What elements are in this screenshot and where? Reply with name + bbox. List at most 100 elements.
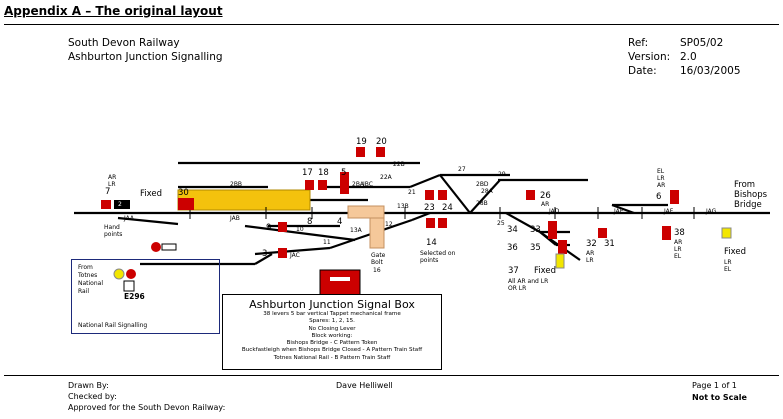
lever-label-12: 12 — [385, 221, 393, 228]
signal-label-9: 9 — [266, 223, 272, 233]
signal-box-building — [319, 269, 361, 297]
ground-disc-red — [151, 242, 161, 252]
track-label-jad: JAD — [549, 208, 560, 215]
signal-fixed-right — [721, 227, 732, 239]
signal-box-line: Totnes National Rail - B Pattern Train S… — [273, 354, 391, 361]
signal-7-ground — [114, 200, 130, 209]
signal-label-6: 6 — [656, 192, 662, 202]
signal-32 — [598, 228, 607, 238]
signal-box-window — [330, 277, 350, 281]
track-label-jab: JAB — [230, 215, 240, 222]
signal-label-19: 19 — [356, 137, 367, 147]
signal-19 — [356, 147, 365, 157]
signal-14a — [426, 218, 435, 228]
signal-14b — [438, 218, 447, 228]
ground-disc-body — [161, 243, 177, 251]
national-rail-box: From Totnes National Rail National Rail … — [71, 259, 220, 334]
branch-29 — [505, 212, 541, 233]
signal-box-line: Block working: — [311, 332, 353, 339]
ref-label: Ref: — [628, 37, 649, 49]
lever-label-16: 16 — [373, 267, 381, 274]
siding-3 — [254, 246, 331, 256]
note-e296: E296 — [124, 292, 145, 301]
signal-label-5: 5 — [341, 168, 347, 178]
crossover-28b — [439, 174, 471, 214]
track-label-jbc: JBC — [363, 181, 373, 188]
signal-label-26: 26 — [540, 191, 551, 201]
header-rule — [4, 24, 779, 25]
signal-35 — [558, 240, 567, 254]
track-label-2: 2 — [118, 201, 122, 208]
signal-label-20: 20 — [376, 137, 387, 147]
version-value: 2.0 — [680, 51, 697, 63]
signals — [101, 147, 732, 269]
lever-label-13b: 13B — [397, 203, 409, 210]
date-value: 16/03/2005 — [680, 65, 741, 77]
note-nr-signalling: National Rail Signalling — [78, 322, 148, 329]
signal-label-30: 30 — [178, 188, 189, 198]
note-gate-bolt: Gate Bolt — [371, 252, 386, 266]
track-label-13a: 13A — [350, 227, 362, 234]
signal-label-8: 8 — [307, 217, 313, 227]
signal-13 — [425, 190, 434, 200]
nr-branch-join — [254, 253, 273, 265]
signal-label-4: 4 — [337, 217, 343, 227]
signal-3 — [278, 248, 287, 258]
note-ar-lr-el-38: AR LR EL — [674, 239, 683, 260]
signal-box-line: Buckfastleigh when Bishops Bridge Closed… — [241, 347, 423, 354]
signal-33 — [548, 221, 557, 239]
platform-fill — [177, 189, 311, 211]
nr-signal-yellow — [113, 268, 125, 280]
lever-label-21: 21 — [408, 189, 416, 196]
note-fixed-right: Fixed — [724, 247, 747, 257]
track-label-28a: 28A — [481, 188, 493, 195]
note-ar-26: AR — [541, 201, 550, 208]
appendix-title: Appendix A – The original layout — [4, 4, 223, 18]
note-all-ar-lr: All AR and LR — [508, 278, 549, 285]
note-hand-points: Hand points — [104, 224, 123, 238]
signal-26 — [526, 190, 535, 200]
lever-label-11: 11 — [323, 239, 331, 246]
date-label: Date: — [628, 65, 657, 77]
signal-17 — [305, 180, 314, 190]
footer-scale: Not to Scale — [692, 393, 747, 402]
track-label-jaa: JAA — [124, 215, 135, 222]
hand-points-branch — [117, 216, 179, 226]
signal-box-line: No Closing Lever — [308, 325, 356, 332]
track-label-jag: JAG — [706, 208, 717, 215]
signal-label-33: 33 — [530, 225, 541, 235]
note-from-bishops-bridge: From Bishops Bridge — [734, 180, 768, 210]
signal-box-line: Bishops Bridge - C Pattern Token — [286, 340, 378, 347]
signal-37-fixed — [555, 253, 565, 269]
signal-label-3: 3 — [262, 249, 268, 259]
note-or-lr: OR LR — [508, 285, 527, 292]
signal-label-32: 32 — [586, 239, 597, 249]
track-label-22b: 22B — [393, 161, 405, 168]
note-lr-el-fixed: LR EL — [724, 259, 732, 273]
gate-bolt-top — [347, 205, 385, 219]
signal-5 — [340, 172, 349, 194]
signal-6 — [670, 190, 679, 204]
footer-rule — [4, 375, 779, 376]
nr-signal-red — [126, 269, 136, 279]
track-label-2ba: 2BA — [352, 181, 365, 188]
signal-38 — [662, 226, 671, 240]
branch-jac-join — [411, 211, 431, 222]
signal-label-37: 37 — [508, 266, 519, 276]
footer-checked-by: Checked by: — [68, 392, 117, 401]
signal-box-title: Ashburton Junction Signal Box — [249, 298, 415, 311]
note-from-totnes: From Totnes National Rail — [78, 264, 104, 295]
track-label-2bd: 2BD — [476, 181, 489, 188]
crossover-22a — [409, 173, 441, 189]
signal-label-14: 14 — [426, 238, 437, 248]
company-name: South Devon Railway — [68, 37, 180, 49]
siding-6-join — [611, 203, 635, 215]
drawing-subject: Ashburton Junction Signalling — [68, 51, 223, 63]
signal-label-17: 17 — [302, 168, 313, 178]
signal-box-panel: Ashburton Junction Signal Box 38 levers … — [222, 294, 442, 370]
signal-30b — [186, 198, 194, 210]
crossover-28a — [469, 179, 501, 214]
signal-label-18: 18 — [318, 168, 329, 178]
track-label-jae: JAE — [614, 208, 624, 215]
signal-label-36: 36 — [507, 243, 518, 253]
